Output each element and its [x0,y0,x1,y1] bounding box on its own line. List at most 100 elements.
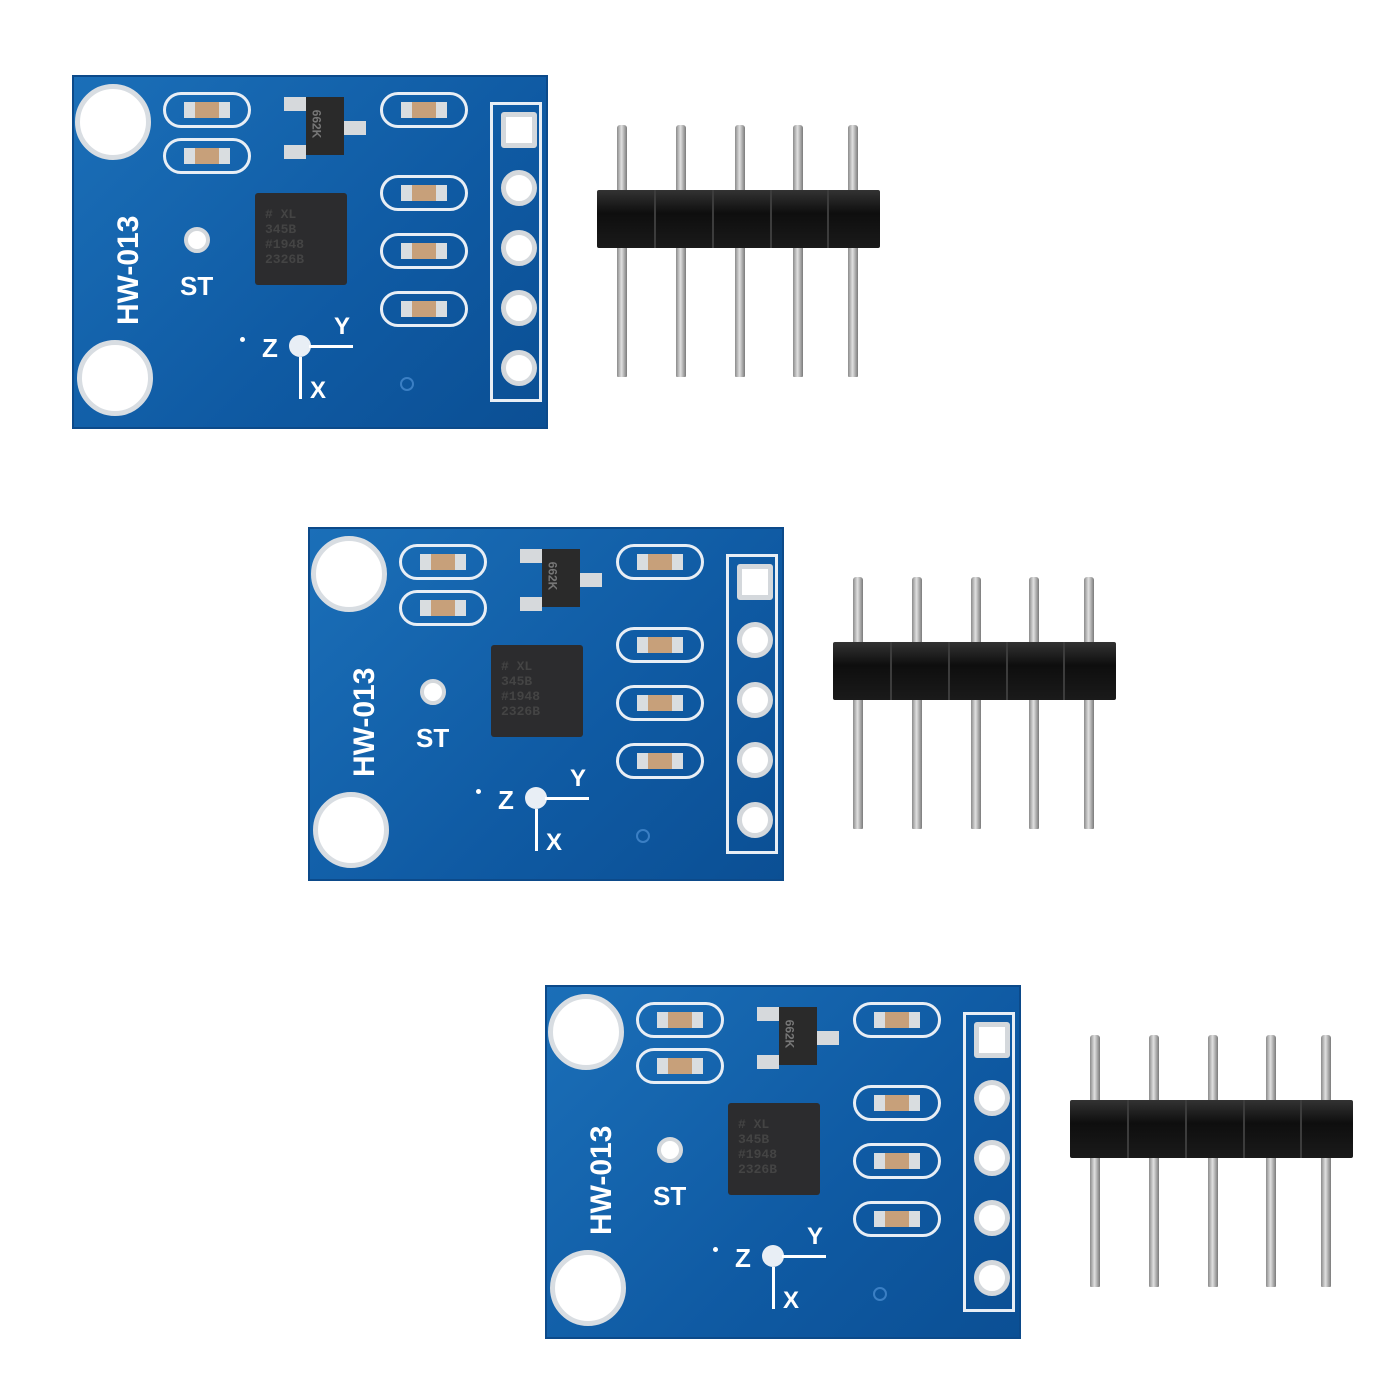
via [873,1287,887,1301]
header-housing [833,642,1116,700]
capacitor [853,1002,941,1038]
accelerometer-chip: # XL 345B #1948 2326B [491,645,583,737]
mounting-hole [550,1250,626,1326]
mounting-hole [75,84,151,160]
header-outline [963,1012,1015,1312]
axis-y-arrow-icon [309,345,353,348]
axis-x-arrow-icon [299,357,302,399]
header-pin [853,577,863,829]
header-outline [490,102,542,402]
capacitor [853,1143,941,1179]
self-test-label: ST [416,723,450,753]
header-pin [971,577,981,829]
regulator-marking: 662K [782,1019,797,1049]
accelerometer-chip: # XL 345B #1948 2326B [255,193,347,285]
axis-y-label: Y [334,313,351,340]
chip-marking: # XL [738,1117,770,1132]
axis-x-label: X [310,377,327,404]
header-pin [617,125,627,377]
axis-origin-icon [289,335,311,357]
header-pin [1208,1035,1218,1287]
accelerometer-board: 662K # XL 345B #1948 2326B ST HW-013 Z Y… [72,75,548,429]
capacitor [616,685,704,721]
capacitor [380,291,468,327]
regulator-marking: 662K [309,109,324,139]
voltage-regulator: 662K [306,97,344,155]
self-test-label: ST [180,271,214,301]
capacitor [380,92,468,128]
pin-pad [737,564,773,600]
capacitor [636,1002,724,1038]
pin-pad [737,622,773,658]
voltage-regulator: 662K [779,1007,817,1065]
axis-y-arrow-icon [782,1255,826,1258]
header-pin [1321,1035,1331,1287]
pin-header [597,125,880,379]
chip-marking: 2326B [501,704,541,719]
capacitor [616,743,704,779]
via [636,829,650,843]
mounting-hole [311,536,387,612]
mounting-hole [77,340,153,416]
pin-pad [974,1260,1010,1296]
pin-pad [737,802,773,838]
axis-y-label: Y [570,765,587,792]
accelerometer-board: 662K # XL 345B #1948 2326B ST HW-013 Z Y… [308,527,784,881]
chip-marking: 345B [738,1132,770,1147]
chip-marking: # XL [501,659,533,674]
self-test-pad [657,1137,683,1163]
chip-marking: 345B [265,222,297,237]
via [400,377,414,391]
axis-y-label: Y [807,1223,824,1250]
axis-z-label: Z [735,1243,751,1273]
axis-y-arrow-icon [545,797,589,800]
pin-pad [501,112,537,148]
axis-x-arrow-icon [772,1267,775,1309]
header-housing [1070,1100,1353,1158]
capacitor [163,138,251,174]
chip-marking: 2326B [265,252,305,267]
capacitor [399,590,487,626]
chip-marking: #1948 [265,237,305,252]
capacitor [380,175,468,211]
pin-pad [737,682,773,718]
pin-pad [501,230,537,266]
header-pin [1084,577,1094,829]
axis-z-label: Z [262,333,278,363]
pin-pad [974,1080,1010,1116]
capacitor [380,233,468,269]
header-pin [1149,1035,1159,1287]
capacitor [399,544,487,580]
axis-z-label: Z [498,785,514,815]
header-pin [735,125,745,377]
model-label: HW-013 [112,215,145,325]
capacitor [636,1048,724,1084]
capacitor [163,92,251,128]
pin-header [1070,1035,1353,1289]
self-test-pad [420,679,446,705]
accelerometer-chip: # XL 345B #1948 2326B [728,1103,820,1195]
axis-x-label: X [783,1287,800,1314]
header-housing [597,190,880,248]
voltage-regulator: 662K [542,549,580,607]
pin-header [833,577,1116,831]
model-label: HW-013 [585,1125,618,1235]
chip-marking: # XL [265,207,297,222]
header-pin [1029,577,1039,829]
regulator-marking: 662K [545,561,560,591]
self-test-label: ST [653,1181,687,1211]
capacitor [853,1085,941,1121]
mounting-hole [548,994,624,1070]
model-label: HW-013 [348,667,381,777]
axis-origin-icon [762,1245,784,1267]
pin-pad [737,742,773,778]
header-outline [726,554,778,854]
header-pin [1090,1035,1100,1287]
self-test-pad [184,227,210,253]
chip-marking: 2326B [738,1162,778,1177]
chip-marking: #1948 [738,1147,778,1162]
capacitor [853,1201,941,1237]
pin-pad [501,290,537,326]
pin-pad [974,1140,1010,1176]
pin-pad [974,1022,1010,1058]
